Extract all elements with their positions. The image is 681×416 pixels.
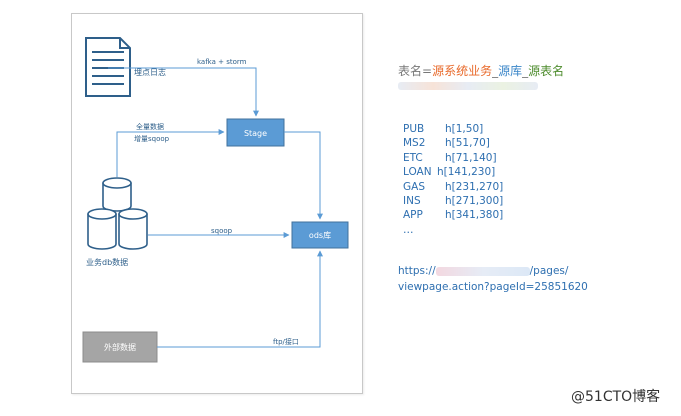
- list-item: ETC h[71,140]: [403, 151, 503, 165]
- buried-log-label: 埋点日志: [134, 67, 166, 77]
- external-data-label: 外部数据: [104, 342, 136, 352]
- naming-sep-1: _: [492, 64, 499, 78]
- stage-node: [226, 118, 285, 147]
- wiki-link[interactable]: https:// /pages/ viewpage.action?pageId=2…: [398, 263, 588, 295]
- edge-label-incremental-sqoop: 增量sqoop: [134, 134, 170, 143]
- range-value: h[51,70]: [445, 137, 490, 150]
- range-value: h[71,140]: [445, 151, 497, 164]
- list-item: GAS h[231,270]: [403, 180, 503, 194]
- naming-prefix: 表名=: [398, 64, 433, 78]
- list-item: LOAN h[141,230]: [403, 165, 503, 179]
- ods-node: [291, 221, 349, 249]
- edge-label-kafka-storm: kafka + storm: [197, 58, 247, 66]
- system-key: APP: [403, 209, 423, 222]
- url-line-2: viewpage.action?pageId=25851620: [398, 281, 588, 293]
- stage-label: Stage: [244, 129, 267, 138]
- url-end: /pages/: [529, 265, 569, 277]
- range-value: h[271,300]: [445, 195, 504, 208]
- list-item: MS2 h[51,70]: [403, 136, 503, 150]
- url-start: https://: [398, 265, 436, 277]
- document-icon: [85, 37, 131, 97]
- range-value: h[141,230]: [437, 166, 496, 179]
- arrow-log-to-stage: [108, 67, 259, 117]
- system-key: MS2: [403, 137, 426, 150]
- url-line-1: https:// /pages/: [398, 263, 588, 279]
- list-item: INS h[271,300]: [403, 194, 503, 208]
- range-value: h[1,50]: [445, 123, 484, 135]
- list-ellipsis: …: [403, 223, 414, 236]
- system-range-list: PUB h[1,50] MS2 h[51,70] ETC h[71,140] LOAN…: [403, 122, 503, 237]
- naming-source-table: 源表名: [528, 64, 565, 78]
- system-key: INS: [403, 195, 421, 208]
- watermark: @51CTO博客: [571, 389, 661, 405]
- ods-label: ods库: [309, 230, 331, 240]
- system-key: PUB: [403, 123, 425, 135]
- arrow-db-to-stage: [116, 129, 225, 177]
- list-item: PUB h[1,50]: [403, 122, 503, 136]
- table-naming-rule: 表名=源系统业务_源库_源表名: [398, 62, 564, 79]
- edge-label-sqoop: sqoop: [211, 227, 233, 235]
- edge-label-ftp-api: ftp/接口: [273, 337, 299, 346]
- naming-source-system: 源系统业务: [432, 64, 493, 78]
- database-cylinders-icon: [87, 177, 148, 250]
- redacted-host: [435, 266, 530, 276]
- range-value: h[231,270]: [445, 180, 504, 193]
- naming-source-db: 源库: [498, 64, 523, 78]
- redacted-example: [398, 82, 538, 90]
- arrow-stage-to-ods: [284, 131, 323, 220]
- edge-label-full-data: 全量数据: [136, 122, 164, 131]
- system-key: LOAN: [403, 166, 432, 179]
- range-value: h[341,380]: [445, 209, 504, 222]
- naming-sep-2: _: [522, 64, 529, 78]
- business-db-label: 业务db数据: [86, 257, 128, 267]
- arrow-external-to-ods: [157, 250, 323, 348]
- system-key: ETC: [403, 151, 423, 164]
- list-item: APP h[341,380]: [403, 208, 503, 222]
- system-key: GAS: [403, 180, 425, 193]
